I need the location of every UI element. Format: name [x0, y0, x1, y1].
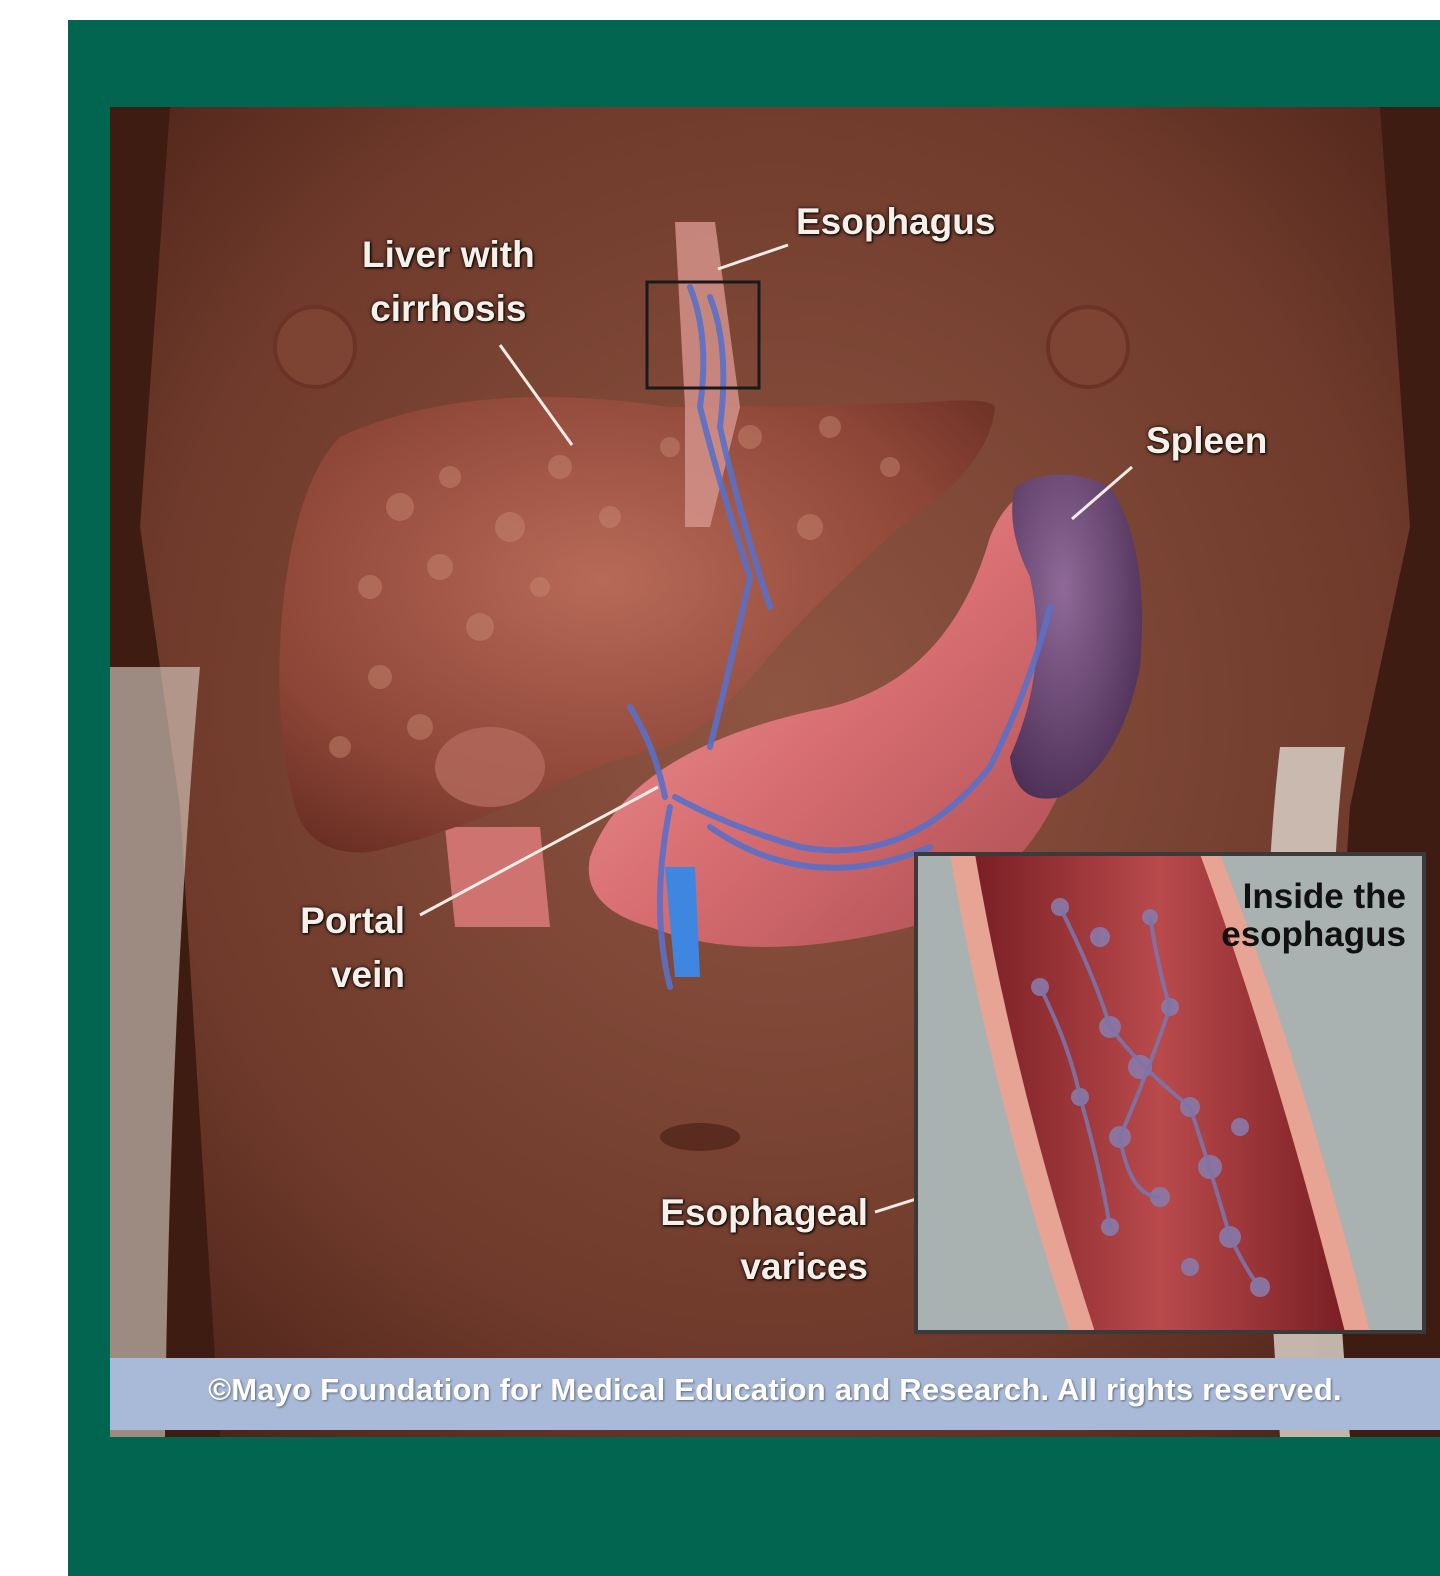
navel	[660, 1123, 740, 1151]
nipple-left	[275, 307, 355, 387]
copyright-bar: ©Mayo Foundation for Medical Education a…	[110, 1358, 1440, 1430]
label-liver-with-cirrhosis: Liver with cirrhosis	[362, 228, 535, 336]
vena-cava	[445, 827, 550, 927]
nipple-right	[1048, 307, 1128, 387]
label-portal-vein: Portal vein	[280, 894, 405, 1002]
label-inside-the-esophagus: Inside the esophagus	[1170, 878, 1406, 954]
label-esophageal-varices: Esophageal varices	[620, 1186, 868, 1294]
gallbladder	[435, 727, 545, 807]
label-spleen: Spleen	[1146, 414, 1267, 468]
label-esophagus: Esophagus	[796, 195, 995, 249]
copyright-text: ©Mayo Foundation for Medical Education a…	[110, 1372, 1440, 1408]
